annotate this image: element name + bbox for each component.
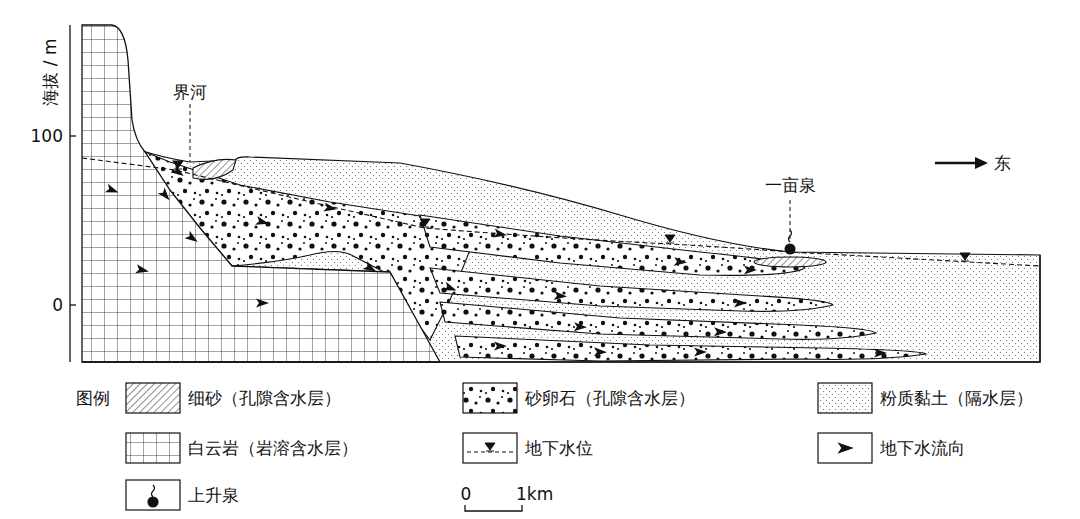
river-name: 界河 bbox=[173, 83, 207, 102]
sand-lens bbox=[193, 159, 236, 179]
y-axis bbox=[70, 25, 76, 362]
east-arrow bbox=[935, 157, 988, 169]
scale-label: 1km bbox=[516, 485, 553, 504]
legend-text: 白云岩（岩溶含水层） bbox=[188, 439, 358, 458]
gravel-lens bbox=[430, 268, 833, 311]
water-table-mark bbox=[665, 235, 675, 243]
flow-arrows bbox=[105, 165, 887, 358]
sand-lens bbox=[754, 257, 826, 267]
gravel-lens bbox=[420, 215, 805, 275]
gravel-lens bbox=[455, 336, 926, 361]
legend-text: 地下水位 bbox=[525, 439, 593, 458]
tick-label: 100 bbox=[31, 127, 63, 146]
water-table bbox=[82, 158, 1040, 266]
legend-text: 细砂（孔隙含水层） bbox=[188, 389, 341, 408]
dolomite-layer bbox=[82, 25, 440, 362]
scale-label: 0 bbox=[461, 485, 472, 504]
leader-line bbox=[190, 104, 191, 162]
spring-symbol bbox=[785, 200, 796, 255]
gravel-lens bbox=[440, 302, 876, 339]
scale-bar bbox=[465, 505, 522, 511]
legend-swatches bbox=[126, 383, 872, 510]
tick-label: 0 bbox=[52, 296, 63, 315]
direction-label: 东 bbox=[994, 154, 1011, 173]
section-frame bbox=[82, 255, 1040, 362]
spring-name: 一亩泉 bbox=[765, 176, 816, 195]
water-table-mark bbox=[420, 219, 430, 227]
water-table-mark bbox=[960, 253, 970, 261]
legend-text: 粉质黏土（隔水层） bbox=[880, 389, 1033, 408]
axis-title: 海拔 / m bbox=[41, 38, 60, 105]
legend-text: 砂卵石（孔隙含水层） bbox=[525, 389, 695, 408]
water-table-mark bbox=[173, 161, 183, 169]
legend-title: 图例 bbox=[76, 389, 110, 408]
legend-text: 地下水流向 bbox=[880, 439, 965, 458]
legend-text: 上升泉 bbox=[188, 486, 239, 505]
